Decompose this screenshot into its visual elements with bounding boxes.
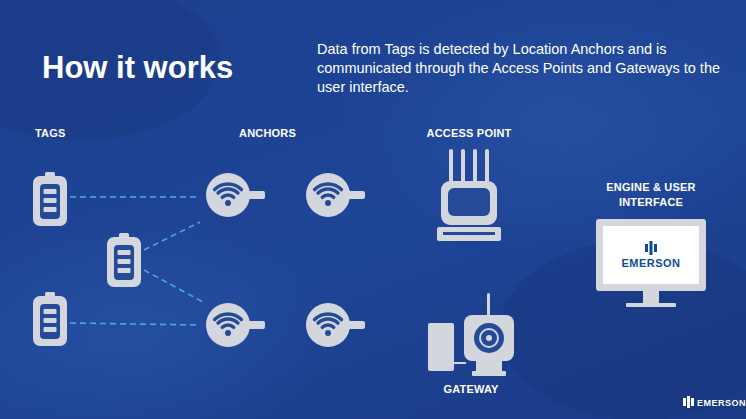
computer-monitor: ENGINE & USER INTERFACE EMERSON: [586, 180, 716, 307]
device-label: GATEWAY: [443, 383, 498, 395]
logo-icon: [645, 241, 657, 255]
slide-title: How it works: [42, 50, 233, 86]
monitor-screen: EMERSON: [603, 226, 699, 284]
device-label: ENGINE & USER INTERFACE: [595, 180, 707, 210]
logo-text: EMERSON: [621, 257, 680, 269]
description-text: Data from Tags is detected by Location A…: [317, 40, 722, 97]
gateway-device: GATEWAY: [423, 293, 519, 395]
monitor-stand: [591, 291, 711, 307]
device-label: ACCESS POINT: [427, 127, 512, 139]
monitor-frame: EMERSON: [596, 219, 706, 291]
gateway-icon: [426, 293, 516, 377]
access-point-icon: [435, 147, 503, 243]
column-heading: TAGS: [35, 127, 66, 139]
logo-watermark: EMERSON: [697, 398, 746, 408]
column-heading: ANCHORS: [239, 127, 296, 139]
access-point: ACCESS POINT: [433, 127, 505, 243]
